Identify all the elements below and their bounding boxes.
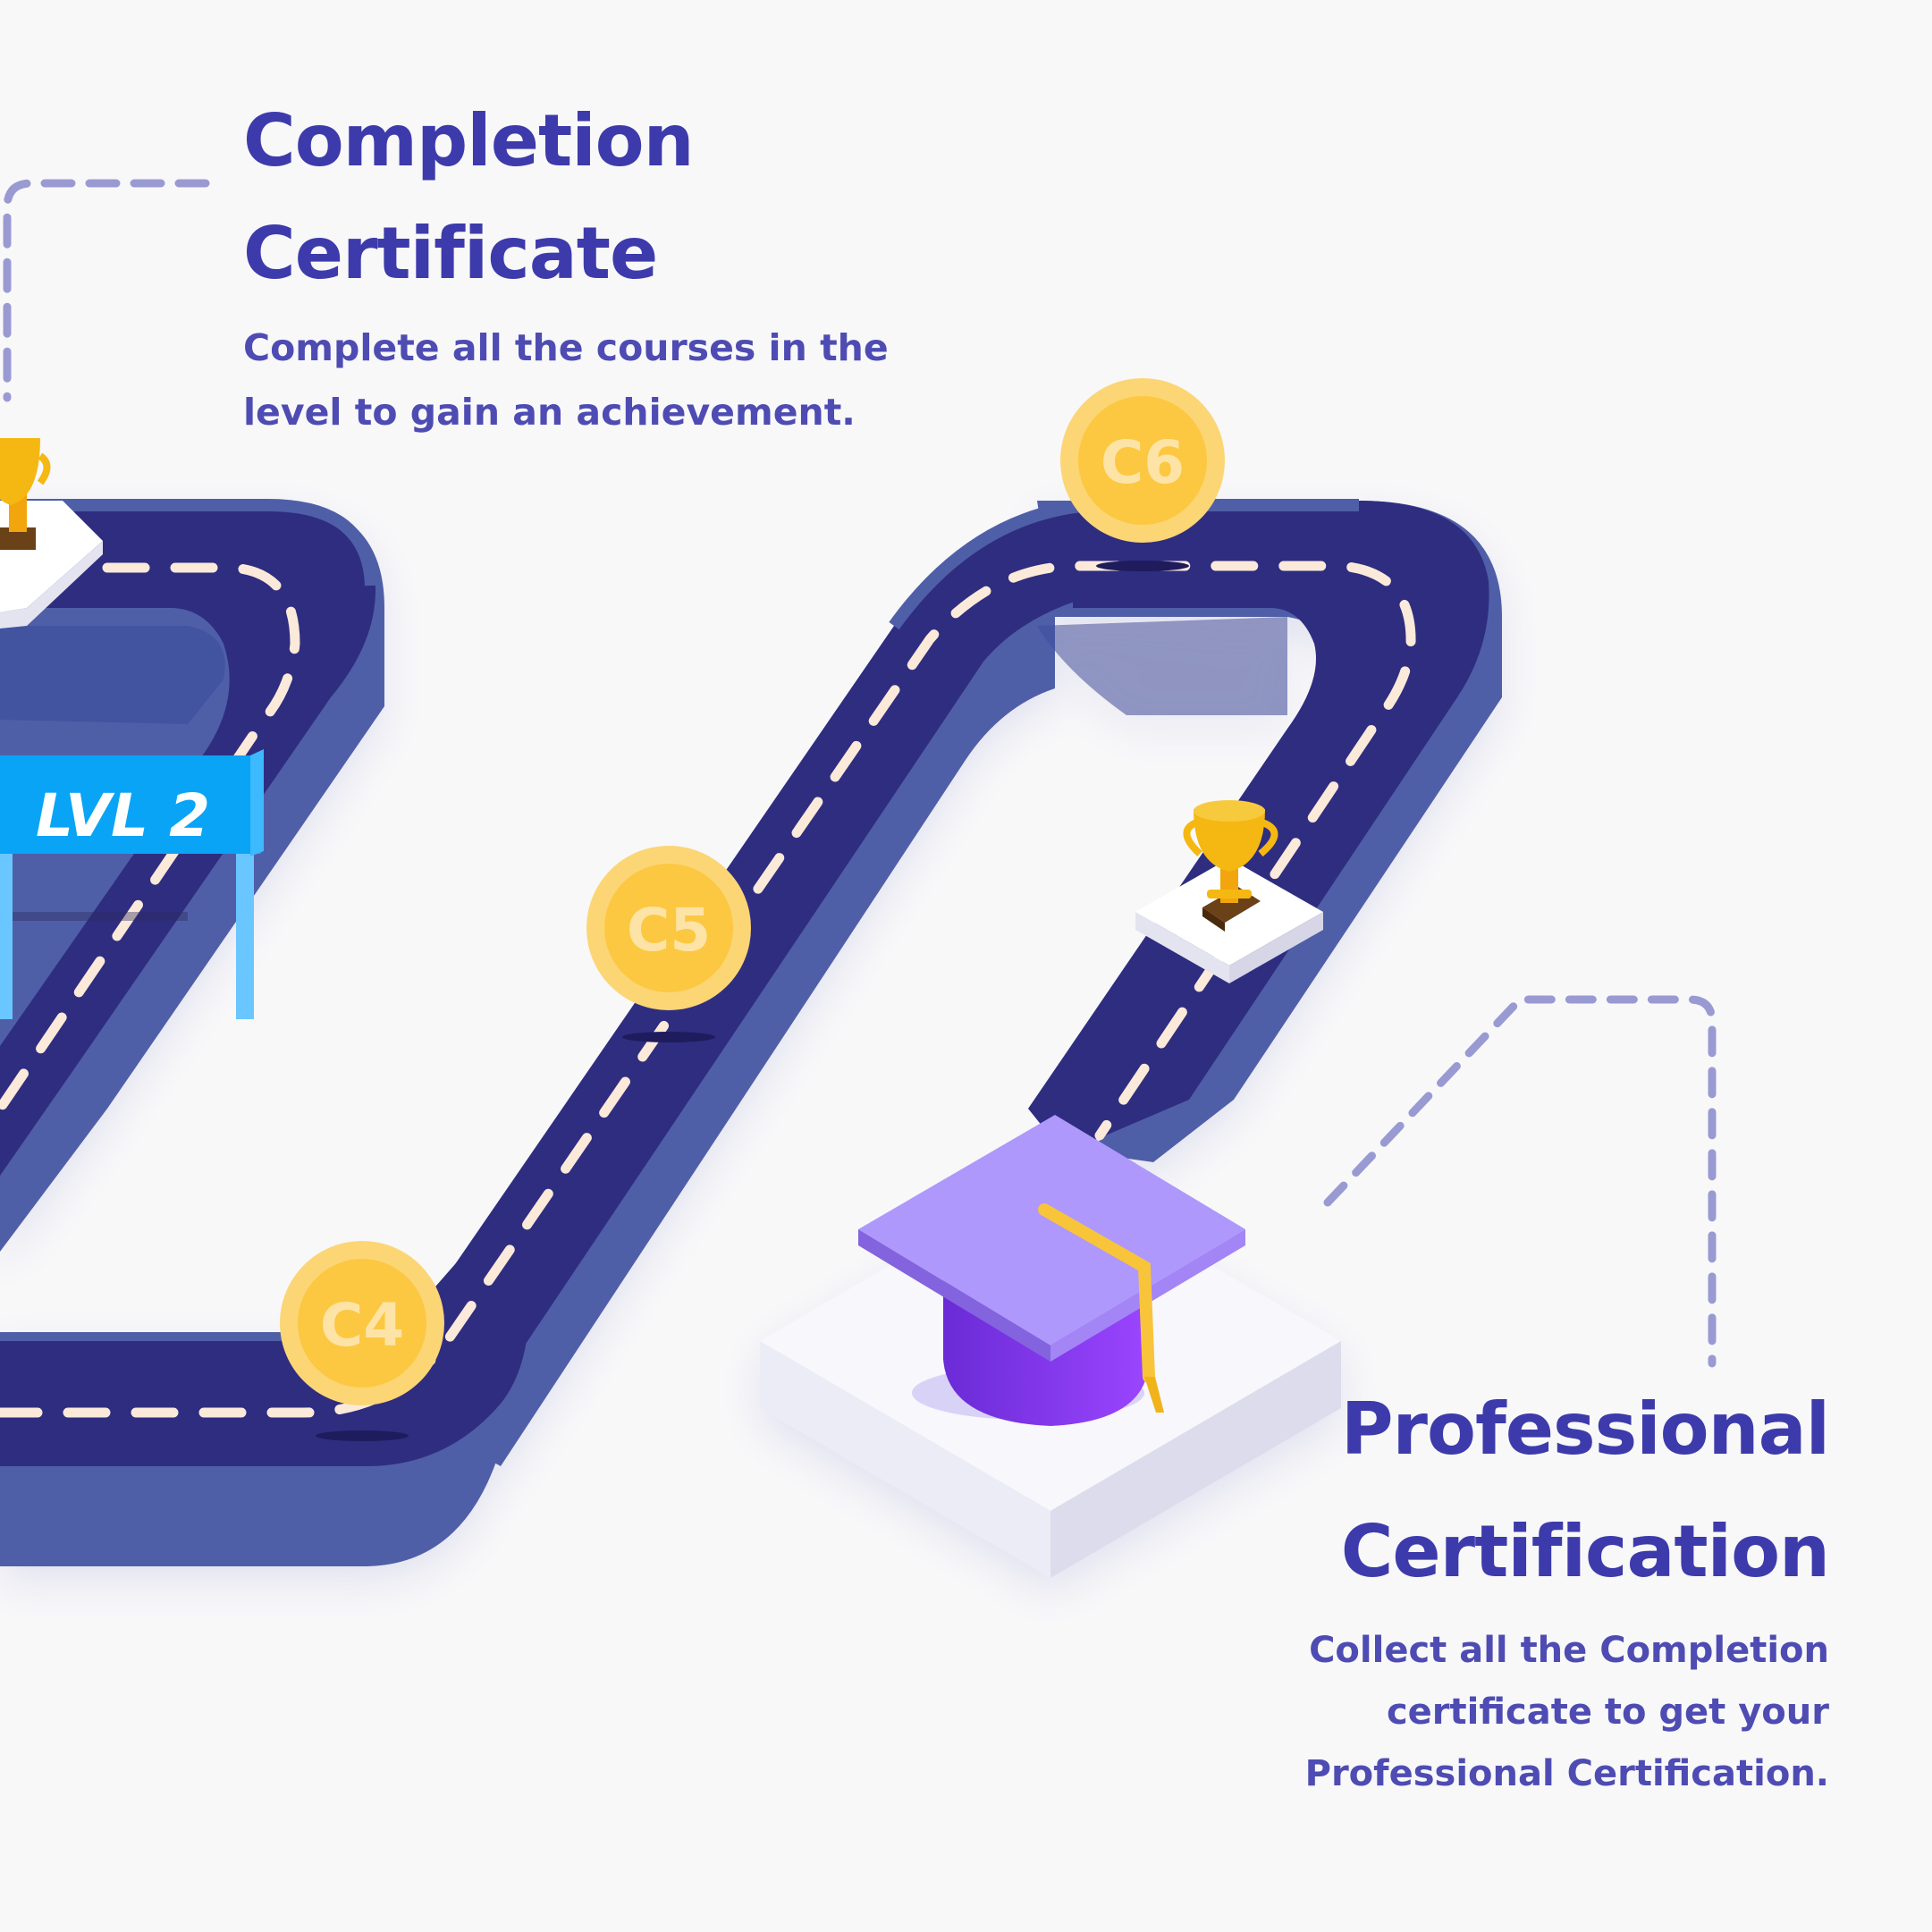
professional-certification-description: Collect all the Completion certificate t…	[1025, 1620, 1829, 1805]
completion-certificate-title: Completion Certificate	[243, 85, 923, 310]
completion-title-line: Completion	[243, 99, 695, 182]
professional-certification-section: Professional Certification Collect all t…	[1025, 1368, 1830, 1805]
coin-label-c5: C5	[627, 896, 711, 965]
level-sign-label: LVL 2	[36, 781, 210, 850]
coin-label-c6: C6	[1101, 428, 1185, 497]
completion-connector-line	[3, 179, 210, 402]
professional-desc-line: certificate to get your	[1386, 1692, 1829, 1733]
coin-c5: C5	[586, 846, 751, 1042]
professional-connector-line	[1323, 995, 1717, 1368]
level-sign-icon: LVL 2	[0, 749, 264, 1019]
graduation-cap	[858, 1115, 1245, 1426]
completion-desc-line: Complete all the courses in the	[243, 326, 889, 369]
professional-desc-line: Collect all the Completion	[1309, 1630, 1829, 1671]
coin-label-c4: C4	[320, 1291, 404, 1360]
coin-c4: C4	[280, 1241, 444, 1441]
completion-certificate-section: Completion Certificate Complete all the …	[243, 85, 923, 444]
completion-desc-line: level to gain an achievement.	[243, 391, 856, 434]
completion-title-line: Certificate	[243, 212, 658, 295]
professional-desc-line: Professional Certification.	[1304, 1753, 1829, 1794]
coin-c6: C6	[1060, 378, 1225, 571]
completion-certificate-description: Complete all the courses in the level to…	[243, 316, 923, 444]
professional-title-line: Professional	[1340, 1388, 1830, 1471]
professional-certification-title: Professional Certification	[1025, 1368, 1830, 1613]
left-trophy	[0, 438, 103, 629]
professional-title-line: Certification	[1340, 1510, 1830, 1593]
trophy-icon	[1135, 800, 1323, 983]
